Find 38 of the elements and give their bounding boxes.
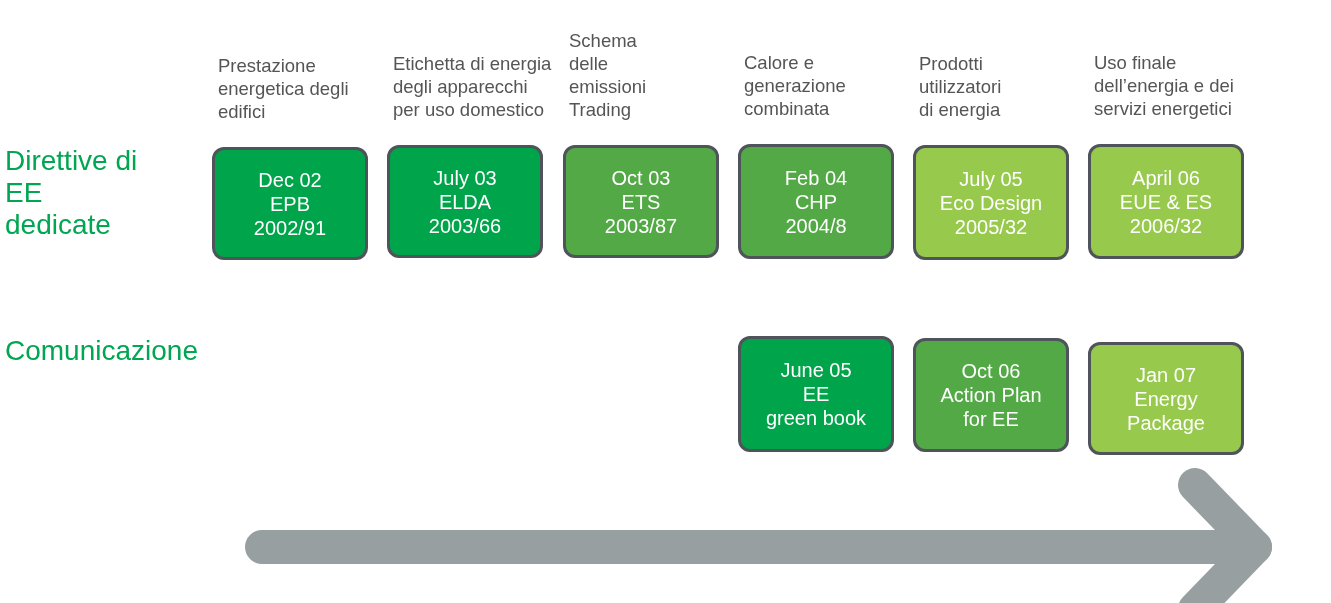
box-text: 2002/91	[253, 215, 327, 240]
box-text: Dec 02	[258, 167, 322, 192]
box-text: 2003/66	[428, 213, 502, 238]
date-box	[913, 338, 1069, 452]
box-text: EE	[802, 382, 830, 406]
box-text: ETS	[621, 189, 661, 214]
box-text: 2003/87	[604, 213, 678, 238]
box-text: EUE & ES	[1119, 189, 1213, 214]
box-text: Oct 03	[611, 165, 671, 190]
box-text: June 05	[780, 358, 852, 382]
box-text: 2006/32	[1129, 213, 1203, 238]
box-text: Feb 04	[784, 165, 848, 190]
date-box	[1088, 342, 1244, 455]
box-text: ELDA	[438, 189, 492, 214]
date-box	[738, 336, 894, 452]
box-text: Oct 06	[961, 359, 1021, 383]
row-label: Direttive di EE dedicate	[5, 145, 139, 241]
directive-title: Etichetta di energia degli apparecchi per uso domestico	[393, 52, 553, 121]
row-label: Comunicazione	[5, 335, 199, 367]
box-text: Action Plan	[940, 383, 1042, 407]
box-text: 2004/8	[785, 213, 847, 238]
directive-title: Prestazione energetica degli edifici	[218, 54, 350, 123]
box-text: CHP	[794, 189, 838, 214]
box-text: July 03	[433, 165, 497, 190]
box-text: Package	[1127, 410, 1205, 435]
box-text: April 06	[1132, 165, 1200, 190]
directive-title: Schema delle emissioni Trading	[569, 29, 648, 121]
box-text: 2005/32	[954, 214, 1028, 239]
box-text: green book	[765, 406, 867, 430]
box-text: Eco Design	[939, 190, 1043, 215]
directive-title: Calore e generazione combinata	[744, 51, 847, 120]
box-text: EPB	[270, 191, 310, 216]
box-text: Jan 07	[1135, 362, 1197, 387]
directive-title: Prodotti utilizzatori di energia	[919, 52, 1003, 121]
directive-title: Uso finale dell’energia e dei servizi energetici	[1094, 51, 1235, 120]
box-text: Energy	[1134, 386, 1198, 411]
box-text: July 05	[959, 166, 1023, 191]
box-text: for EE	[963, 407, 1019, 431]
